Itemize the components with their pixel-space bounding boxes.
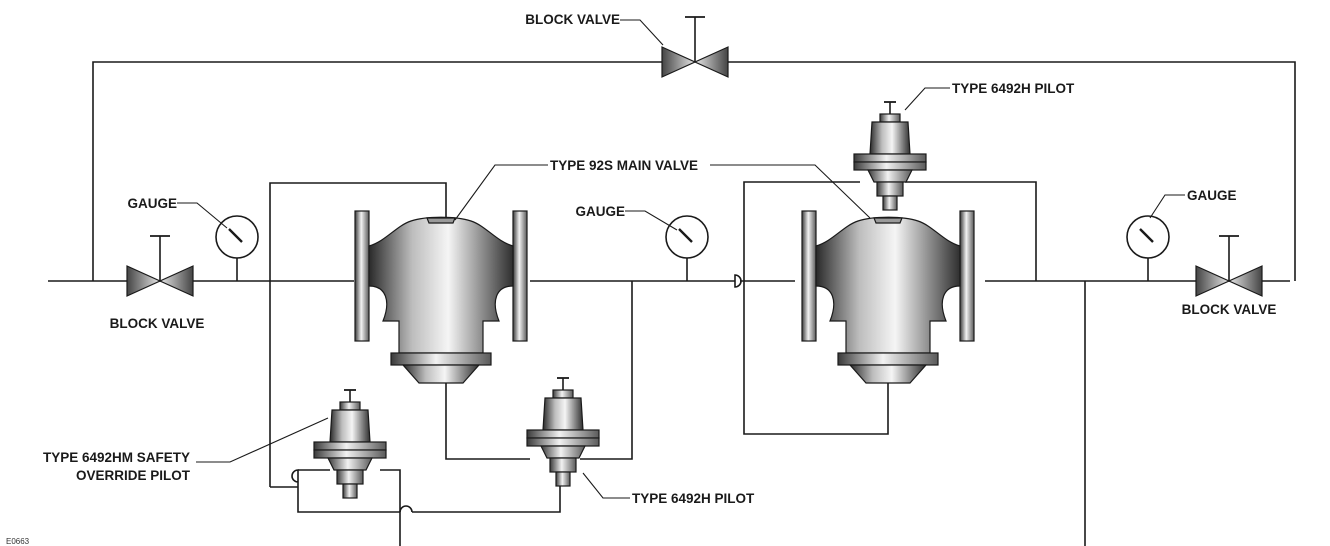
gauge-inlet <box>214 214 260 283</box>
main-valve-2 <box>801 210 975 384</box>
label-safety-pilot-line1: TYPE 6492HM SAFETY <box>43 450 190 465</box>
label-block-valve-bypass: BLOCK VALVE <box>525 12 620 27</box>
main-valve-1 <box>354 210 528 384</box>
pilot-bottom <box>526 377 600 487</box>
label-gauge-outlet: GAUGE <box>1187 188 1237 203</box>
label-gauge-intermediate: GAUGE <box>575 204 625 219</box>
gauge-outlet <box>1125 214 1171 283</box>
gauge-intermediate <box>664 214 710 283</box>
figure-number: E0663 <box>6 537 30 546</box>
block-valve-outlet <box>1195 235 1263 297</box>
label-main-valve: TYPE 92S MAIN VALVE <box>550 158 698 173</box>
block-valve-inlet <box>126 235 194 297</box>
label-block-valve-outlet: BLOCK VALVE <box>1182 302 1277 317</box>
safety-override-pilot <box>313 389 387 499</box>
label-safety-pilot-line2: OVERRIDE PILOT <box>76 468 191 483</box>
label-pilot-bottom: TYPE 6492H PILOT <box>632 491 755 506</box>
label-pilot-top: TYPE 6492H PILOT <box>952 81 1075 96</box>
pilot-top <box>853 101 927 211</box>
label-block-valve-inlet: BLOCK VALVE <box>110 316 205 331</box>
block-valve-bypass <box>661 16 729 78</box>
label-gauge-inlet: GAUGE <box>127 196 177 211</box>
